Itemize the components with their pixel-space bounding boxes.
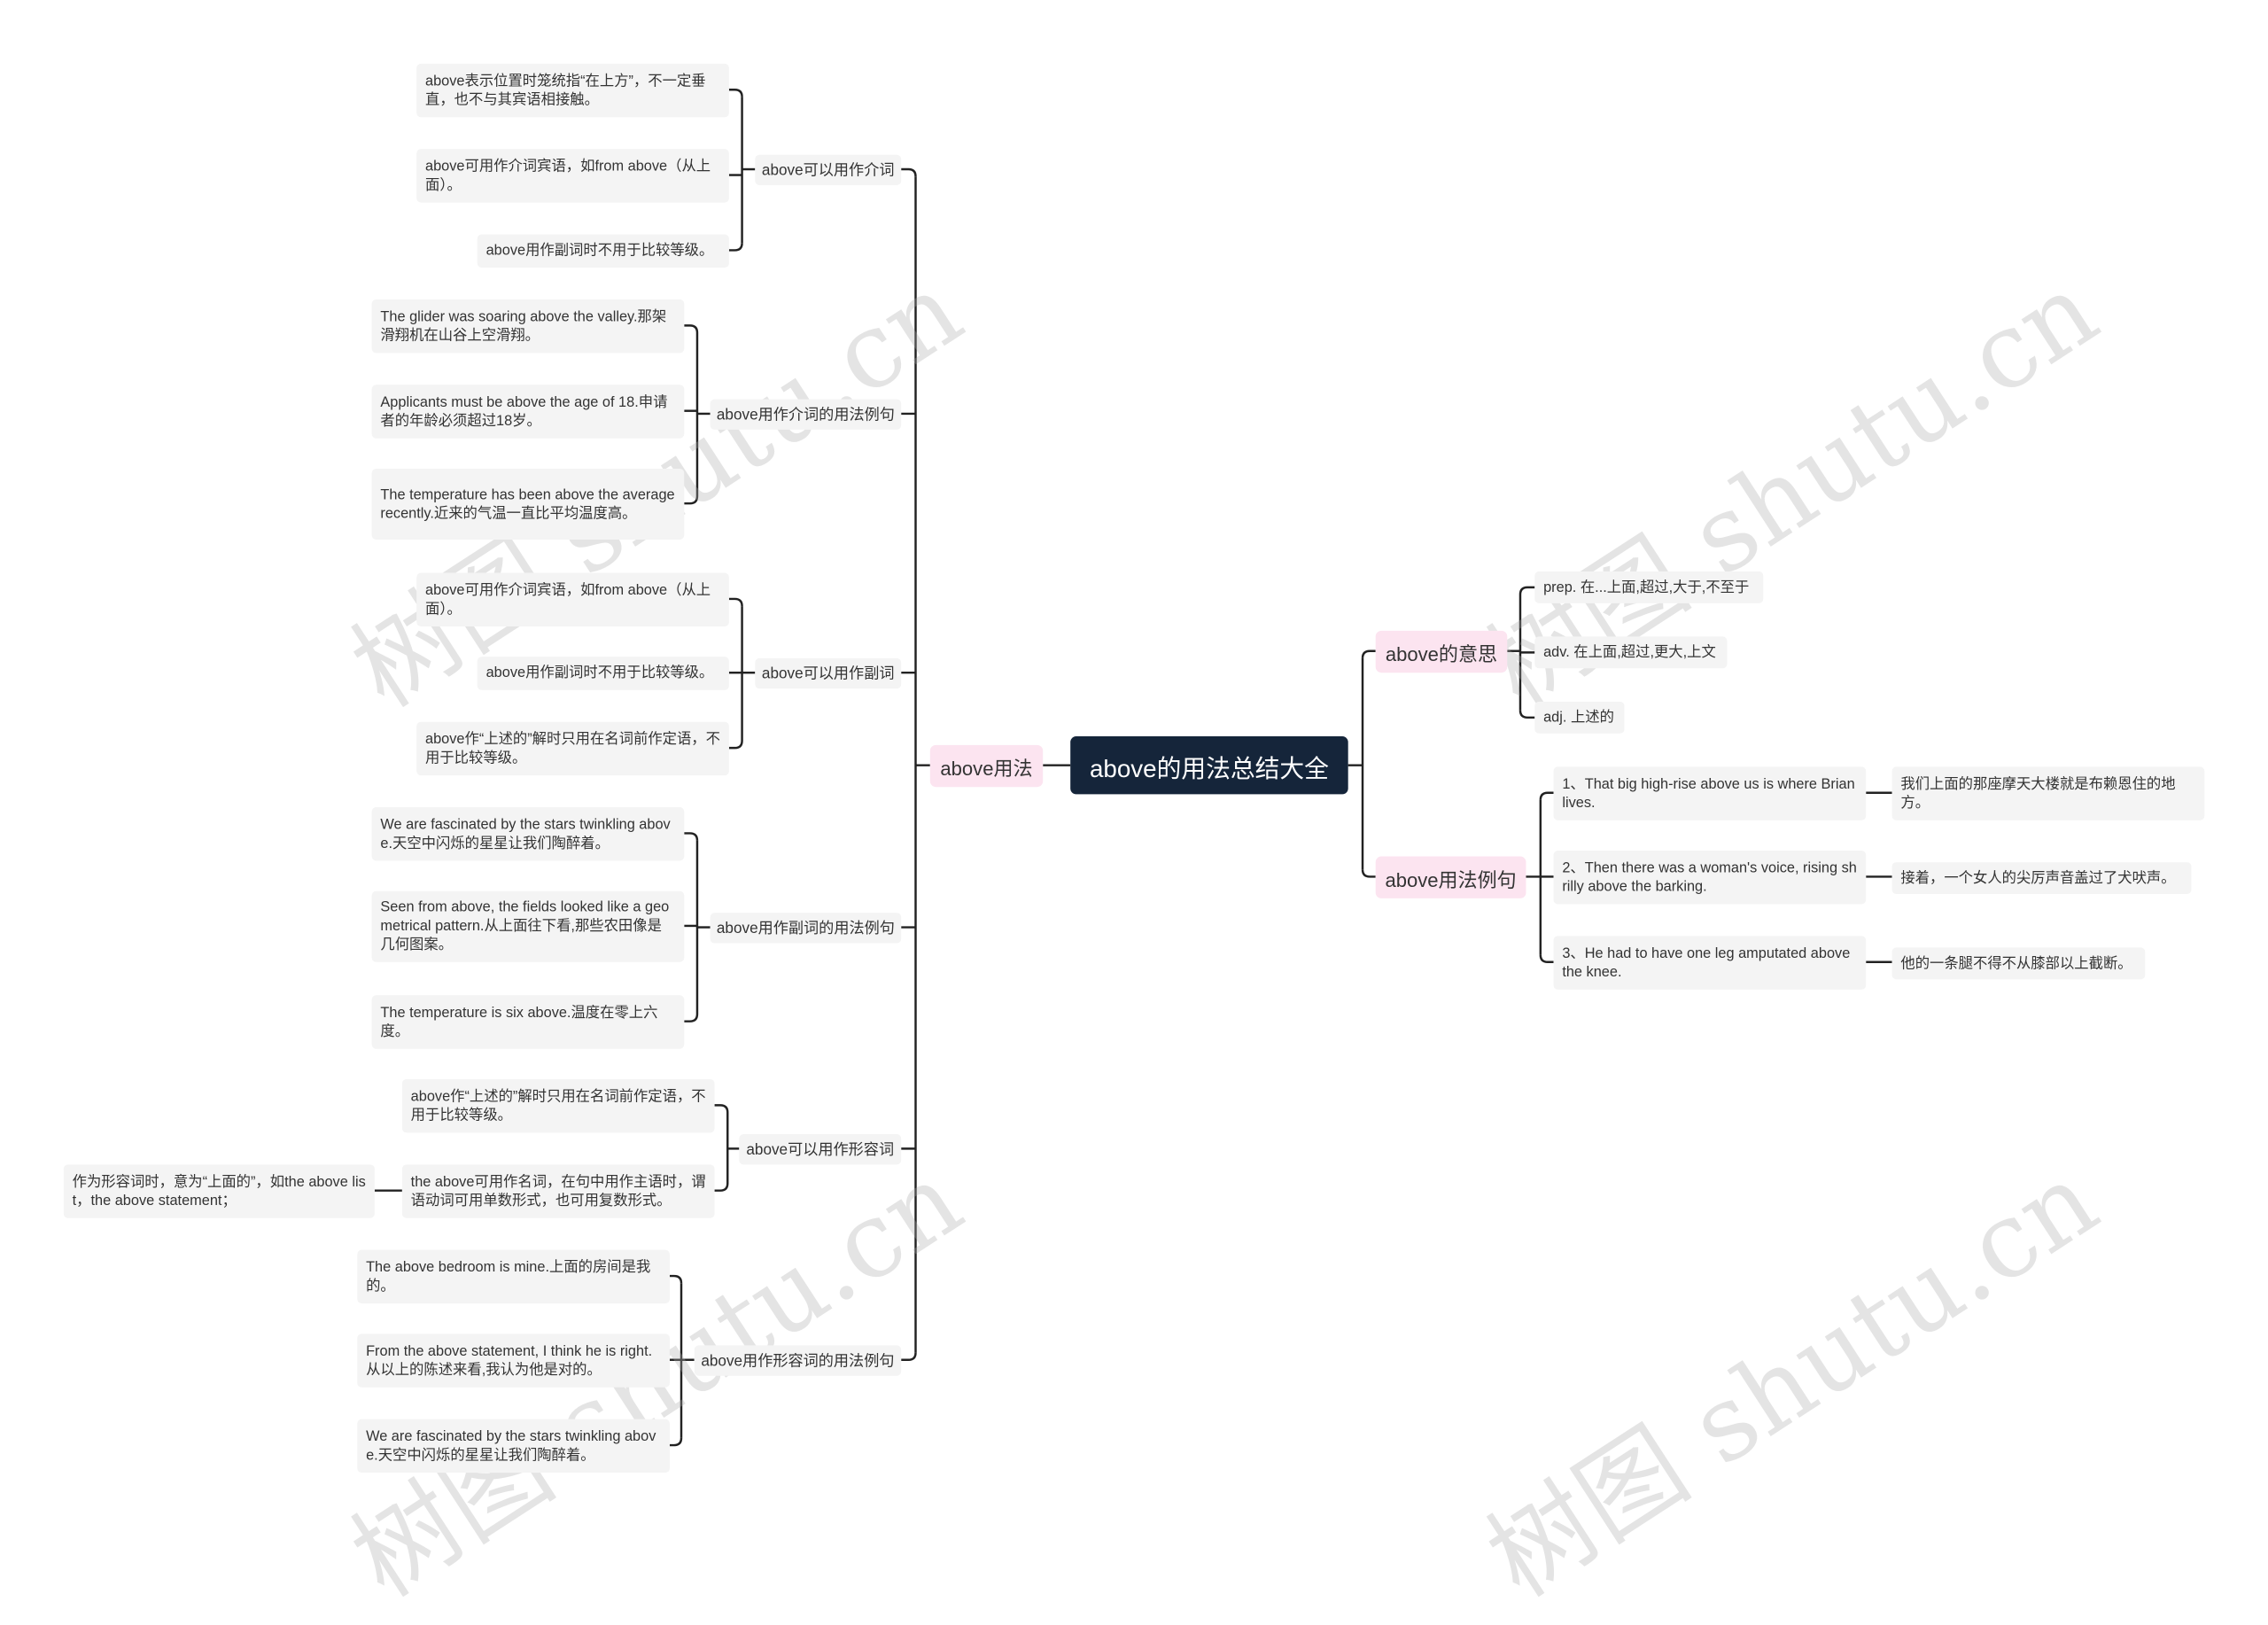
leaf-link xyxy=(669,1274,683,1284)
topic-above-examples[interactable]: above用法例句 xyxy=(1375,856,1526,898)
leaf-example[interactable]: Seen from above, the fields looked like … xyxy=(371,890,685,962)
leaf-link xyxy=(728,740,743,750)
leaf-link xyxy=(728,597,743,607)
meaning-link xyxy=(1518,586,1535,595)
leaf-link xyxy=(669,1437,683,1447)
subtopic-preposition-examples[interactable]: above用作介词的用法例句 xyxy=(710,399,902,430)
usage-branch-link xyxy=(901,167,917,177)
topic-above-meaning[interactable]: above的意思 xyxy=(1375,630,1508,673)
leaf-link xyxy=(714,1104,729,1113)
root-right-link xyxy=(1361,869,1376,878)
subtopic-adjective[interactable]: above可以用作形容词 xyxy=(739,1134,902,1165)
example-link xyxy=(1539,791,1554,800)
leaf-example[interactable]: We are fascinated by the stars twinkling… xyxy=(357,1419,670,1473)
subtopic-preposition[interactable]: above可以用作介词 xyxy=(755,154,902,185)
topic-above-usage[interactable]: above用法 xyxy=(929,744,1044,788)
meaning-item[interactable]: adj. 上述的 xyxy=(1534,701,1625,734)
subtopic-adverb[interactable]: above可以用作副词 xyxy=(755,657,902,689)
leaf-link xyxy=(684,324,699,333)
example-zh[interactable]: 接着，一个女人的尖厉声音盖过了犬吠声。 xyxy=(1891,862,2192,895)
connector-lines xyxy=(374,89,1892,1447)
subtopic-adverb-examples[interactable]: above用作副词的用法例句 xyxy=(710,913,902,944)
leaf-note-extra[interactable]: 作为形容词时，意为“上面的”，如the above list，the above… xyxy=(63,1164,375,1218)
leaf-note[interactable]: above用作副词时不用于比较等级。 xyxy=(477,657,729,690)
root-topic[interactable]: above的用法总结大全 xyxy=(1070,736,1348,795)
example-en[interactable]: 1、That big high-rise above us is where B… xyxy=(1553,766,1867,820)
leaf-link xyxy=(684,495,699,505)
leaf-example[interactable]: The temperature has been above the avera… xyxy=(371,468,685,540)
meaning-item[interactable]: prep. 在...上面,超过,大于,不至于 xyxy=(1534,571,1764,603)
leaf-note[interactable]: above表示位置时笼统指“在上方”，不一定垂直，也不与其宾语相接触。 xyxy=(416,63,729,118)
subtopic-adjective-examples[interactable]: above用作形容词的用法例句 xyxy=(694,1345,902,1376)
leaf-link xyxy=(728,243,743,252)
usage-branch-link xyxy=(901,1352,917,1361)
leaf-link xyxy=(684,1014,699,1022)
leaf-example[interactable]: Applicants must be above the age of 18.申… xyxy=(371,385,685,439)
leaf-example[interactable]: The glider was soaring above the valley.… xyxy=(371,299,685,354)
leaf-example[interactable]: The above bedroom is mine.上面的房间是我的。 xyxy=(357,1249,670,1304)
meaning-item[interactable]: adv. 在上面,超过,更大,上文 xyxy=(1534,636,1728,669)
example-en[interactable]: 2、Then there was a woman's voice, rising… xyxy=(1553,851,1867,905)
leaf-link xyxy=(684,832,699,841)
leaf-note[interactable]: above可用作介词宾语，如from above（从上面）。 xyxy=(416,149,729,203)
leaf-note[interactable]: the above可用作名词，在句中用作主语时，谓语动词可用单数形式，也可用复数… xyxy=(401,1164,715,1218)
root-right-link xyxy=(1361,649,1376,658)
leaf-note[interactable]: above可用作介词宾语，如from above（从上面）。 xyxy=(416,572,729,626)
leaf-example[interactable]: From the above statement, I think he is … xyxy=(357,1333,670,1388)
example-en[interactable]: 3、He had to have one leg amputated above… xyxy=(1553,936,1867,990)
example-zh[interactable]: 他的一条腿不得不从膝部以上截断。 xyxy=(1891,947,2146,980)
leaf-note[interactable]: above作“上述的”解时只用在名词前作定语，不用于比较等级。 xyxy=(401,1078,715,1133)
leaf-example[interactable]: The temperature is six above.温度在零上六度。 xyxy=(371,995,685,1049)
example-link xyxy=(1539,954,1554,963)
leaf-note[interactable]: above用作副词时不用于比较等级。 xyxy=(477,234,729,268)
meaning-link xyxy=(1518,710,1535,719)
leaf-example[interactable]: We are fascinated by the stars twinkling… xyxy=(371,807,685,861)
mindmap-canvas: 树图 shutu.cn 树图 shutu.cn 树图 shutu.cn 树图 s… xyxy=(63,63,2205,1620)
leaf-link xyxy=(728,89,743,97)
leaf-link xyxy=(714,1183,729,1192)
example-zh[interactable]: 我们上面的那座摩天大楼就是布赖恩住的地方。 xyxy=(1891,766,2205,820)
leaf-note[interactable]: above作“上述的”解时只用在名词前作定语，不用于比较等级。 xyxy=(416,721,729,776)
